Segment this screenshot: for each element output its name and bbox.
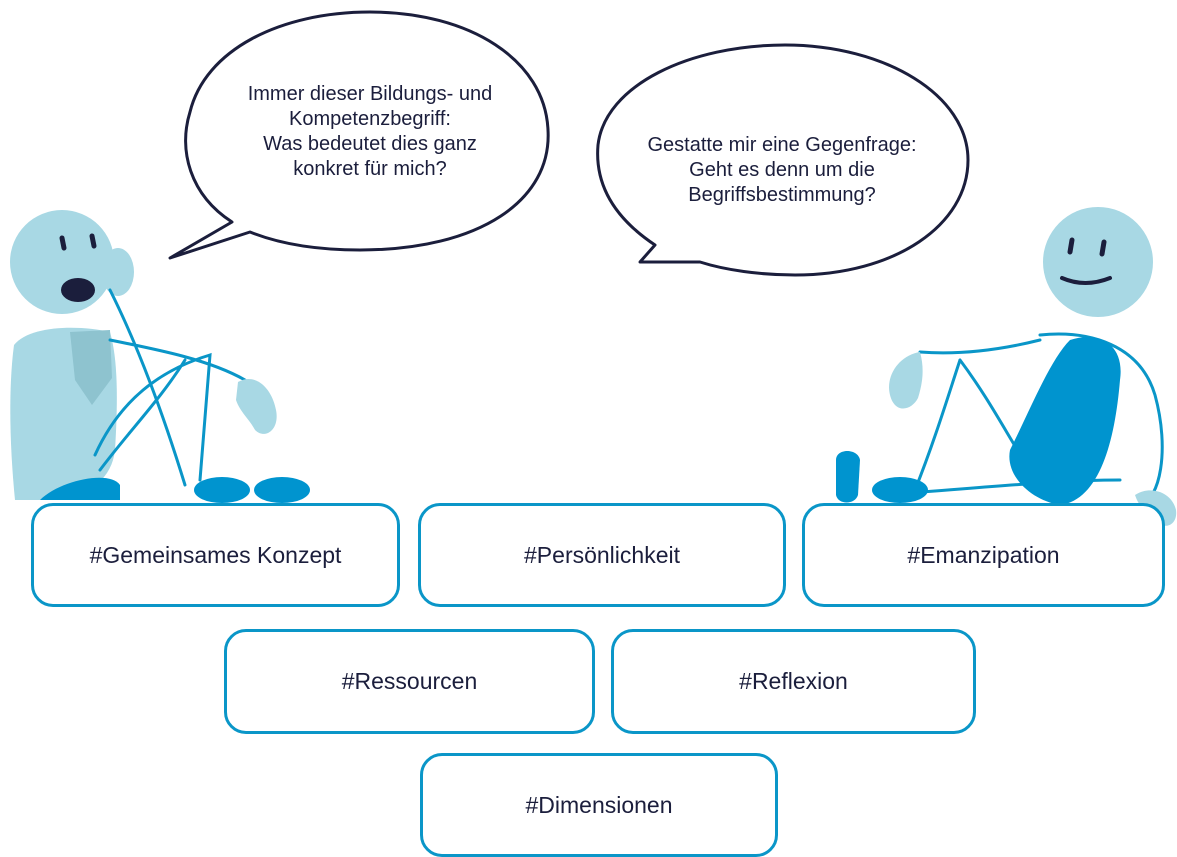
left-character-hand	[236, 378, 277, 434]
speech-text-right: Gestatte mir eine Gegenfrage: Geht es de…	[612, 133, 952, 208]
right-character-mouth	[1060, 276, 1112, 285]
speech-line: Begriffsbestimmung?	[688, 184, 876, 206]
right-character-hand	[889, 352, 923, 409]
right-character-torso	[1009, 336, 1121, 505]
speech-line: Geht es denn um die	[689, 159, 875, 181]
speech-bubble-left	[168, 10, 550, 260]
tag-gemeinsames-konzept: #Gemeinsames Konzept	[31, 503, 400, 607]
tag-reflexion: #Reflexion	[611, 629, 976, 734]
speech-line: Was bedeutet dies ganz	[263, 133, 477, 155]
left-character-arm	[70, 330, 112, 405]
right-character-foot	[836, 451, 860, 503]
tag-persoenlichkeit: #Persönlichkeit	[418, 503, 786, 607]
left-character-eye	[89, 233, 97, 249]
left-character-foot	[254, 477, 310, 503]
left-character-mouth	[61, 278, 95, 302]
speech-bubble-right	[596, 43, 970, 277]
right-character	[836, 207, 1177, 526]
tag-emanzipation: #Emanzipation	[802, 503, 1165, 607]
left-character-foot	[194, 477, 250, 503]
right-character-foot	[872, 477, 928, 503]
right-character-eye	[1099, 239, 1107, 257]
speech-line: Immer dieser Bildungs- und	[247, 83, 493, 105]
right-character-head	[1043, 207, 1153, 317]
left-character-leg-line	[93, 288, 247, 487]
left-character-eye	[59, 235, 67, 251]
speech-line: Gestatte mir eine Gegenfrage:	[647, 134, 917, 156]
speech-text-left: Immer dieser Bildungs- und Kompetenzbegr…	[210, 82, 530, 182]
right-character-eye	[1067, 237, 1075, 255]
speech-line: Kompetenzbegriff:	[289, 108, 451, 130]
speech-line: konkret für mich?	[293, 158, 447, 180]
right-character-body-line	[878, 332, 1164, 507]
left-character-head	[10, 210, 114, 314]
tag-dimensionen: #Dimensionen	[420, 753, 778, 857]
tag-ressourcen: #Ressourcen	[224, 629, 595, 734]
left-character	[10, 210, 310, 503]
left-character-seat	[40, 477, 120, 500]
